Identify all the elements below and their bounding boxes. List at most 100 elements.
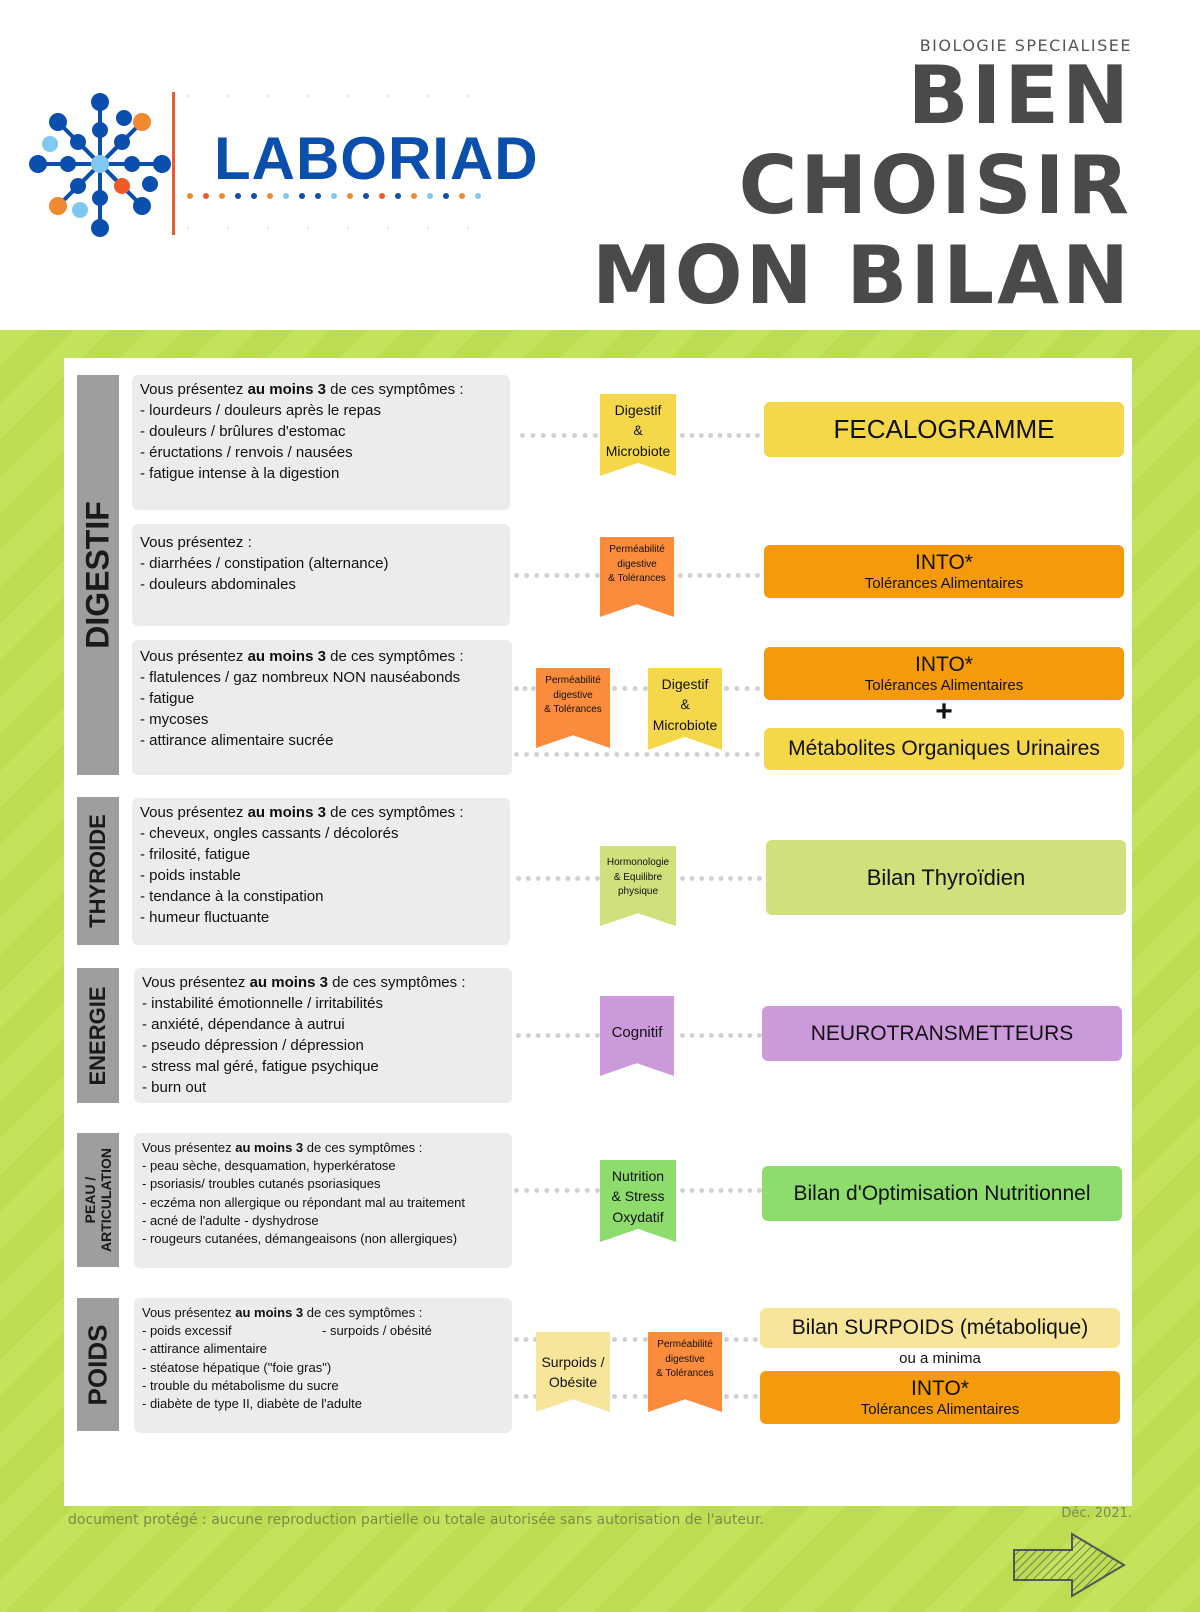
symptom-item: - éructations / renvois / nausées xyxy=(140,444,353,461)
ribbon-permeabilite: Perméabilité digestive & Tolérances xyxy=(648,1332,722,1412)
connector xyxy=(516,1033,600,1038)
connector xyxy=(678,573,760,578)
connector xyxy=(680,876,762,881)
result-bilan-surpoids: Bilan SURPOIDS (métabolique) xyxy=(760,1308,1120,1348)
connector xyxy=(514,1394,538,1399)
connector xyxy=(724,1337,758,1342)
symptom-item: - attirance alimentaire xyxy=(142,1341,267,1357)
symptom-item: - douleurs abdominales xyxy=(140,576,296,593)
connector xyxy=(520,433,598,438)
symptom-item: - diabète de type II, diabète de l'adult… xyxy=(142,1395,363,1411)
result-into-subtitle: Tolérances Alimentaires xyxy=(860,1401,1020,1418)
brand-name: LABORIAD xyxy=(214,125,539,192)
connector xyxy=(514,1337,538,1342)
connector xyxy=(514,573,600,578)
connector xyxy=(612,1394,648,1399)
symptom-item: - mycoses xyxy=(140,711,209,728)
symptom-item: - attirance alimentaire sucrée xyxy=(140,732,334,749)
symptom-intro: Vous présentez : xyxy=(140,534,252,551)
ribbon-permeabilite: Perméabilité digestive & Tolérances xyxy=(600,537,674,617)
symptom-item: - psoriasis/ troubles cutanés psoriasiqu… xyxy=(142,1176,381,1192)
result-bilan-nutritionnel: Bilan d'Optimisation Nutritionnel xyxy=(762,1166,1122,1221)
symptom-item: - acné de l'adulte - dyshydrose xyxy=(142,1212,319,1228)
symptoms-digestif-3: Vous présentez au moins 3 de ces symptôm… xyxy=(132,640,512,775)
symptom-intro: Vous présentez au moins 3 de ces symptôm… xyxy=(140,804,464,821)
symptoms-digestif-2: Vous présentez : - diarrhées / constipat… xyxy=(132,524,510,626)
symptom-item: - instabilité émotionnelle / irritabilit… xyxy=(142,995,383,1012)
connector xyxy=(514,1188,600,1193)
supertitle: BIOLOGIE SPECIALISEE xyxy=(919,36,1132,55)
symptom-intro: Vous présentez au moins 3 de ces symptôm… xyxy=(140,381,464,398)
symptom-item: - burn out xyxy=(142,1079,207,1096)
molecule-logo-icon xyxy=(29,93,171,237)
symptoms-peau: Vous présentez au moins 3 de ces symptôm… xyxy=(134,1133,512,1268)
result-into-subtitle: Tolérances Alimentaires xyxy=(864,575,1024,592)
result-into: INTO* Tolérances Alimentaires xyxy=(764,545,1124,598)
symptom-intro: Vous présentez au moins 3 de ces symptôm… xyxy=(140,648,464,665)
result-or-minima: ou a minima xyxy=(899,1350,981,1367)
connector xyxy=(514,752,760,757)
symptom-item: - cheveux, ongles cassants / décolorés xyxy=(140,825,399,842)
connector xyxy=(516,876,600,881)
symptom-item: - fatigue xyxy=(140,690,195,707)
page-header: LABORIAD BIOLOGIE SPECIALISEE BIEN CHOIS… xyxy=(0,0,1200,330)
result-into-subtitle: Tolérances Alimentaires xyxy=(864,677,1024,694)
symptom-item: - stress mal géré, fatigue psychique xyxy=(142,1058,379,1075)
symptom-item: - douleurs / brûlures d'estomac xyxy=(140,423,346,440)
symptom-item: - poids excessif- surpoids / obésité xyxy=(142,1323,432,1339)
ribbon-nutrition: Nutrition & Stress Oxydatif xyxy=(600,1160,676,1242)
result-into-title: INTO* xyxy=(911,1377,969,1400)
symptom-item: - anxiété, dépendance à autrui xyxy=(142,1016,345,1033)
symptoms-poids: Vous présentez au moins 3 de ces symptôm… xyxy=(134,1298,512,1433)
ribbon-surpoids: Surpoids / Obésite xyxy=(536,1332,610,1412)
category-peau-articulation: PEAU /ARTICULATION xyxy=(77,1133,119,1267)
ribbon-cognitif: Cognitif xyxy=(600,996,674,1076)
category-energie: ENERGIE xyxy=(77,968,119,1103)
symptoms-energie: Vous présentez au moins 3 de ces symptôm… xyxy=(134,968,512,1103)
connector xyxy=(680,1033,762,1038)
symptom-item: - flatulences / gaz nombreux NON nauséab… xyxy=(140,669,461,686)
symptom-item: - tendance à la constipation xyxy=(140,888,324,905)
symptom-intro: Vous présentez au moins 3 de ces symptôm… xyxy=(142,1305,423,1320)
connector xyxy=(612,1337,648,1342)
result-into-title: INTO* xyxy=(915,653,973,676)
connector xyxy=(612,686,648,691)
next-page-arrow-icon[interactable] xyxy=(1012,1532,1128,1598)
result-into-title: INTO* xyxy=(915,551,973,574)
symptom-item: - frilosité, fatigue xyxy=(140,846,251,863)
symptom-intro: Vous présentez au moins 3 de ces symptôm… xyxy=(142,974,466,991)
connector xyxy=(680,433,760,438)
ribbon-permeabilite: Perméabilité digestive & Tolérances xyxy=(536,668,610,748)
title-line-2: CHOISIR xyxy=(738,139,1132,232)
symptom-item: - diarrhées / constipation (alternance) xyxy=(140,555,389,572)
ribbon-digestif-microbiote: Digestif & Microbiote xyxy=(600,394,676,476)
symptom-item: - poids instable xyxy=(140,867,241,884)
result-into: INTO* Tolérances Alimentaires xyxy=(764,647,1124,700)
symptoms-thyroide: Vous présentez au moins 3 de ces symptôm… xyxy=(132,798,510,945)
symptom-item: - trouble du métabolisme du sucre xyxy=(142,1377,339,1393)
plus-sign: + xyxy=(935,695,953,728)
connector xyxy=(514,686,536,691)
category-thyroide: THYROIDE xyxy=(77,797,119,945)
result-into: INTO* Tolérances Alimentaires xyxy=(760,1371,1120,1424)
result-bilan-thyroidien: Bilan Thyroïdien xyxy=(766,840,1126,915)
document-date: Déc. 2021. xyxy=(1061,1506,1132,1521)
connector xyxy=(724,686,760,691)
title-line-1: BIEN xyxy=(907,49,1132,142)
symptom-item: - humeur fluctuante xyxy=(140,909,270,926)
copyright-notice: document protégé : aucune reproduction p… xyxy=(68,1512,764,1528)
symptom-item: - pseudo dépression / dépression xyxy=(142,1037,364,1054)
connector xyxy=(724,1394,758,1399)
symptom-item: - peau sèche, desquamation, hyperkératos… xyxy=(142,1158,396,1174)
symptom-item: - lourdeurs / douleurs après le repas xyxy=(140,402,381,419)
symptoms-digestif-1: Vous présentez au moins 3 de ces symptôm… xyxy=(132,375,510,510)
connector xyxy=(680,1188,762,1193)
ribbon-digestif-microbiote: Digestif & Microbiote xyxy=(648,668,722,750)
result-fecalogramme: FECALOGRAMME xyxy=(764,402,1124,457)
symptom-item: - eczéma non allergique ou répondant mal… xyxy=(142,1194,466,1210)
symptom-item: - fatigue intense à la digestion xyxy=(140,465,340,482)
result-metabolites: Métabolites Organiques Urinaires xyxy=(764,728,1124,770)
result-neurotransmetteurs: NEUROTRANSMETTEURS xyxy=(762,1006,1122,1061)
title-line-3: MON BILAN xyxy=(591,229,1132,322)
laboriad-logo xyxy=(29,92,481,237)
